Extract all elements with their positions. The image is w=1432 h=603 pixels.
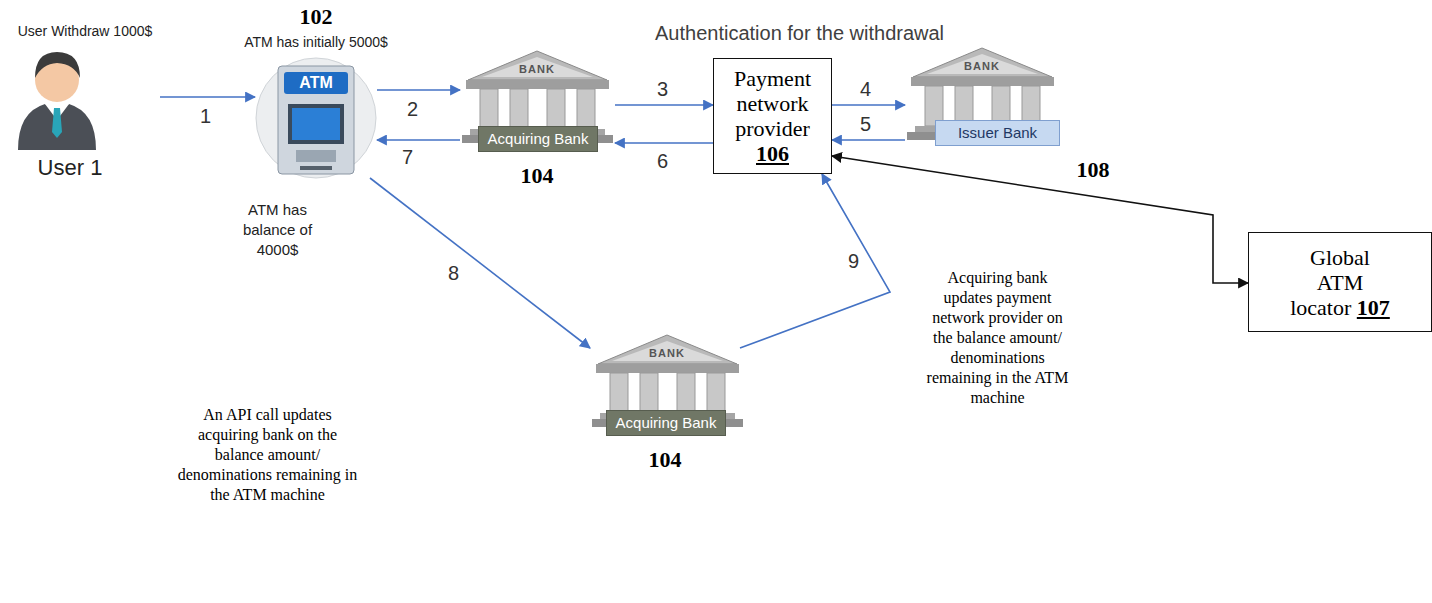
process-box: Global ATM locator107 xyxy=(1248,232,1432,332)
flow-arrow xyxy=(740,174,890,348)
flow-arrow xyxy=(377,139,460,141)
flow-arrow xyxy=(832,104,905,106)
atm-slot xyxy=(300,166,332,170)
box-text: Global ATM locator107 xyxy=(1285,245,1395,320)
bank-name: Acquiring Bank xyxy=(606,410,726,436)
step-number: 3 xyxy=(655,78,670,100)
reference-number: 102 xyxy=(255,5,377,29)
user-name: User 1 xyxy=(25,155,115,181)
atm-sign-text: ATM xyxy=(286,73,346,93)
reference-number: 108 xyxy=(1068,158,1118,182)
step-number: 6 xyxy=(655,150,670,172)
flow-arrow xyxy=(377,89,460,91)
atm-icon xyxy=(256,58,376,178)
user-figure: User Withdraw 1000$User 1 xyxy=(10,55,160,155)
reference-number: 104 xyxy=(512,164,562,188)
reference-number: 106 xyxy=(719,141,826,166)
step-note: Acquiring bank updates payment network p… xyxy=(925,268,1070,408)
box-text: Payment network provider106 xyxy=(719,66,826,166)
reference-number: 107 xyxy=(1357,295,1390,320)
flow-arrow xyxy=(160,96,255,98)
bank-sign-text: BANK xyxy=(507,63,567,76)
flow-arrow xyxy=(615,142,713,144)
bank-name: Issuer Bank xyxy=(935,120,1060,146)
atm-sign xyxy=(284,72,348,94)
step-number: 5 xyxy=(858,113,873,135)
suit xyxy=(18,104,96,150)
step-number: 8 xyxy=(446,262,461,284)
atm-keypad xyxy=(296,150,336,162)
step-number: 1 xyxy=(198,105,213,127)
bank-sign-text: BANK xyxy=(952,60,1012,73)
atm-body xyxy=(278,66,354,174)
person-icon xyxy=(18,52,96,150)
flow-arrow xyxy=(370,178,590,348)
atm-screen-frame xyxy=(288,104,344,144)
step-number: 2 xyxy=(405,98,420,120)
flow-arrow xyxy=(832,156,1248,283)
step-number: 7 xyxy=(400,146,415,168)
flow-arrow xyxy=(615,104,713,106)
section-heading: Authentication for the withdrawal xyxy=(655,22,944,45)
step-number: 4 xyxy=(858,78,873,100)
process-box: Payment network provider106 xyxy=(713,58,832,174)
flow-arrow xyxy=(832,139,905,141)
bank-name: Acquiring Bank xyxy=(478,126,598,152)
step-number: 9 xyxy=(846,250,861,272)
atm-screen xyxy=(292,108,340,140)
bank-sign-text: BANK xyxy=(637,347,697,360)
atm-note: ATM has balance of 4000$ xyxy=(230,200,325,260)
hair xyxy=(35,52,80,78)
step-note: An API call updates acquiring bank on th… xyxy=(175,405,360,505)
atm-circle xyxy=(256,58,376,178)
tie xyxy=(52,108,62,138)
user-action: User Withdraw 1000$ xyxy=(5,23,165,40)
atm-note: ATM has initially 5000$ xyxy=(215,34,417,51)
reference-number: 104 xyxy=(640,448,690,472)
box-title: Payment network provider xyxy=(719,66,826,141)
